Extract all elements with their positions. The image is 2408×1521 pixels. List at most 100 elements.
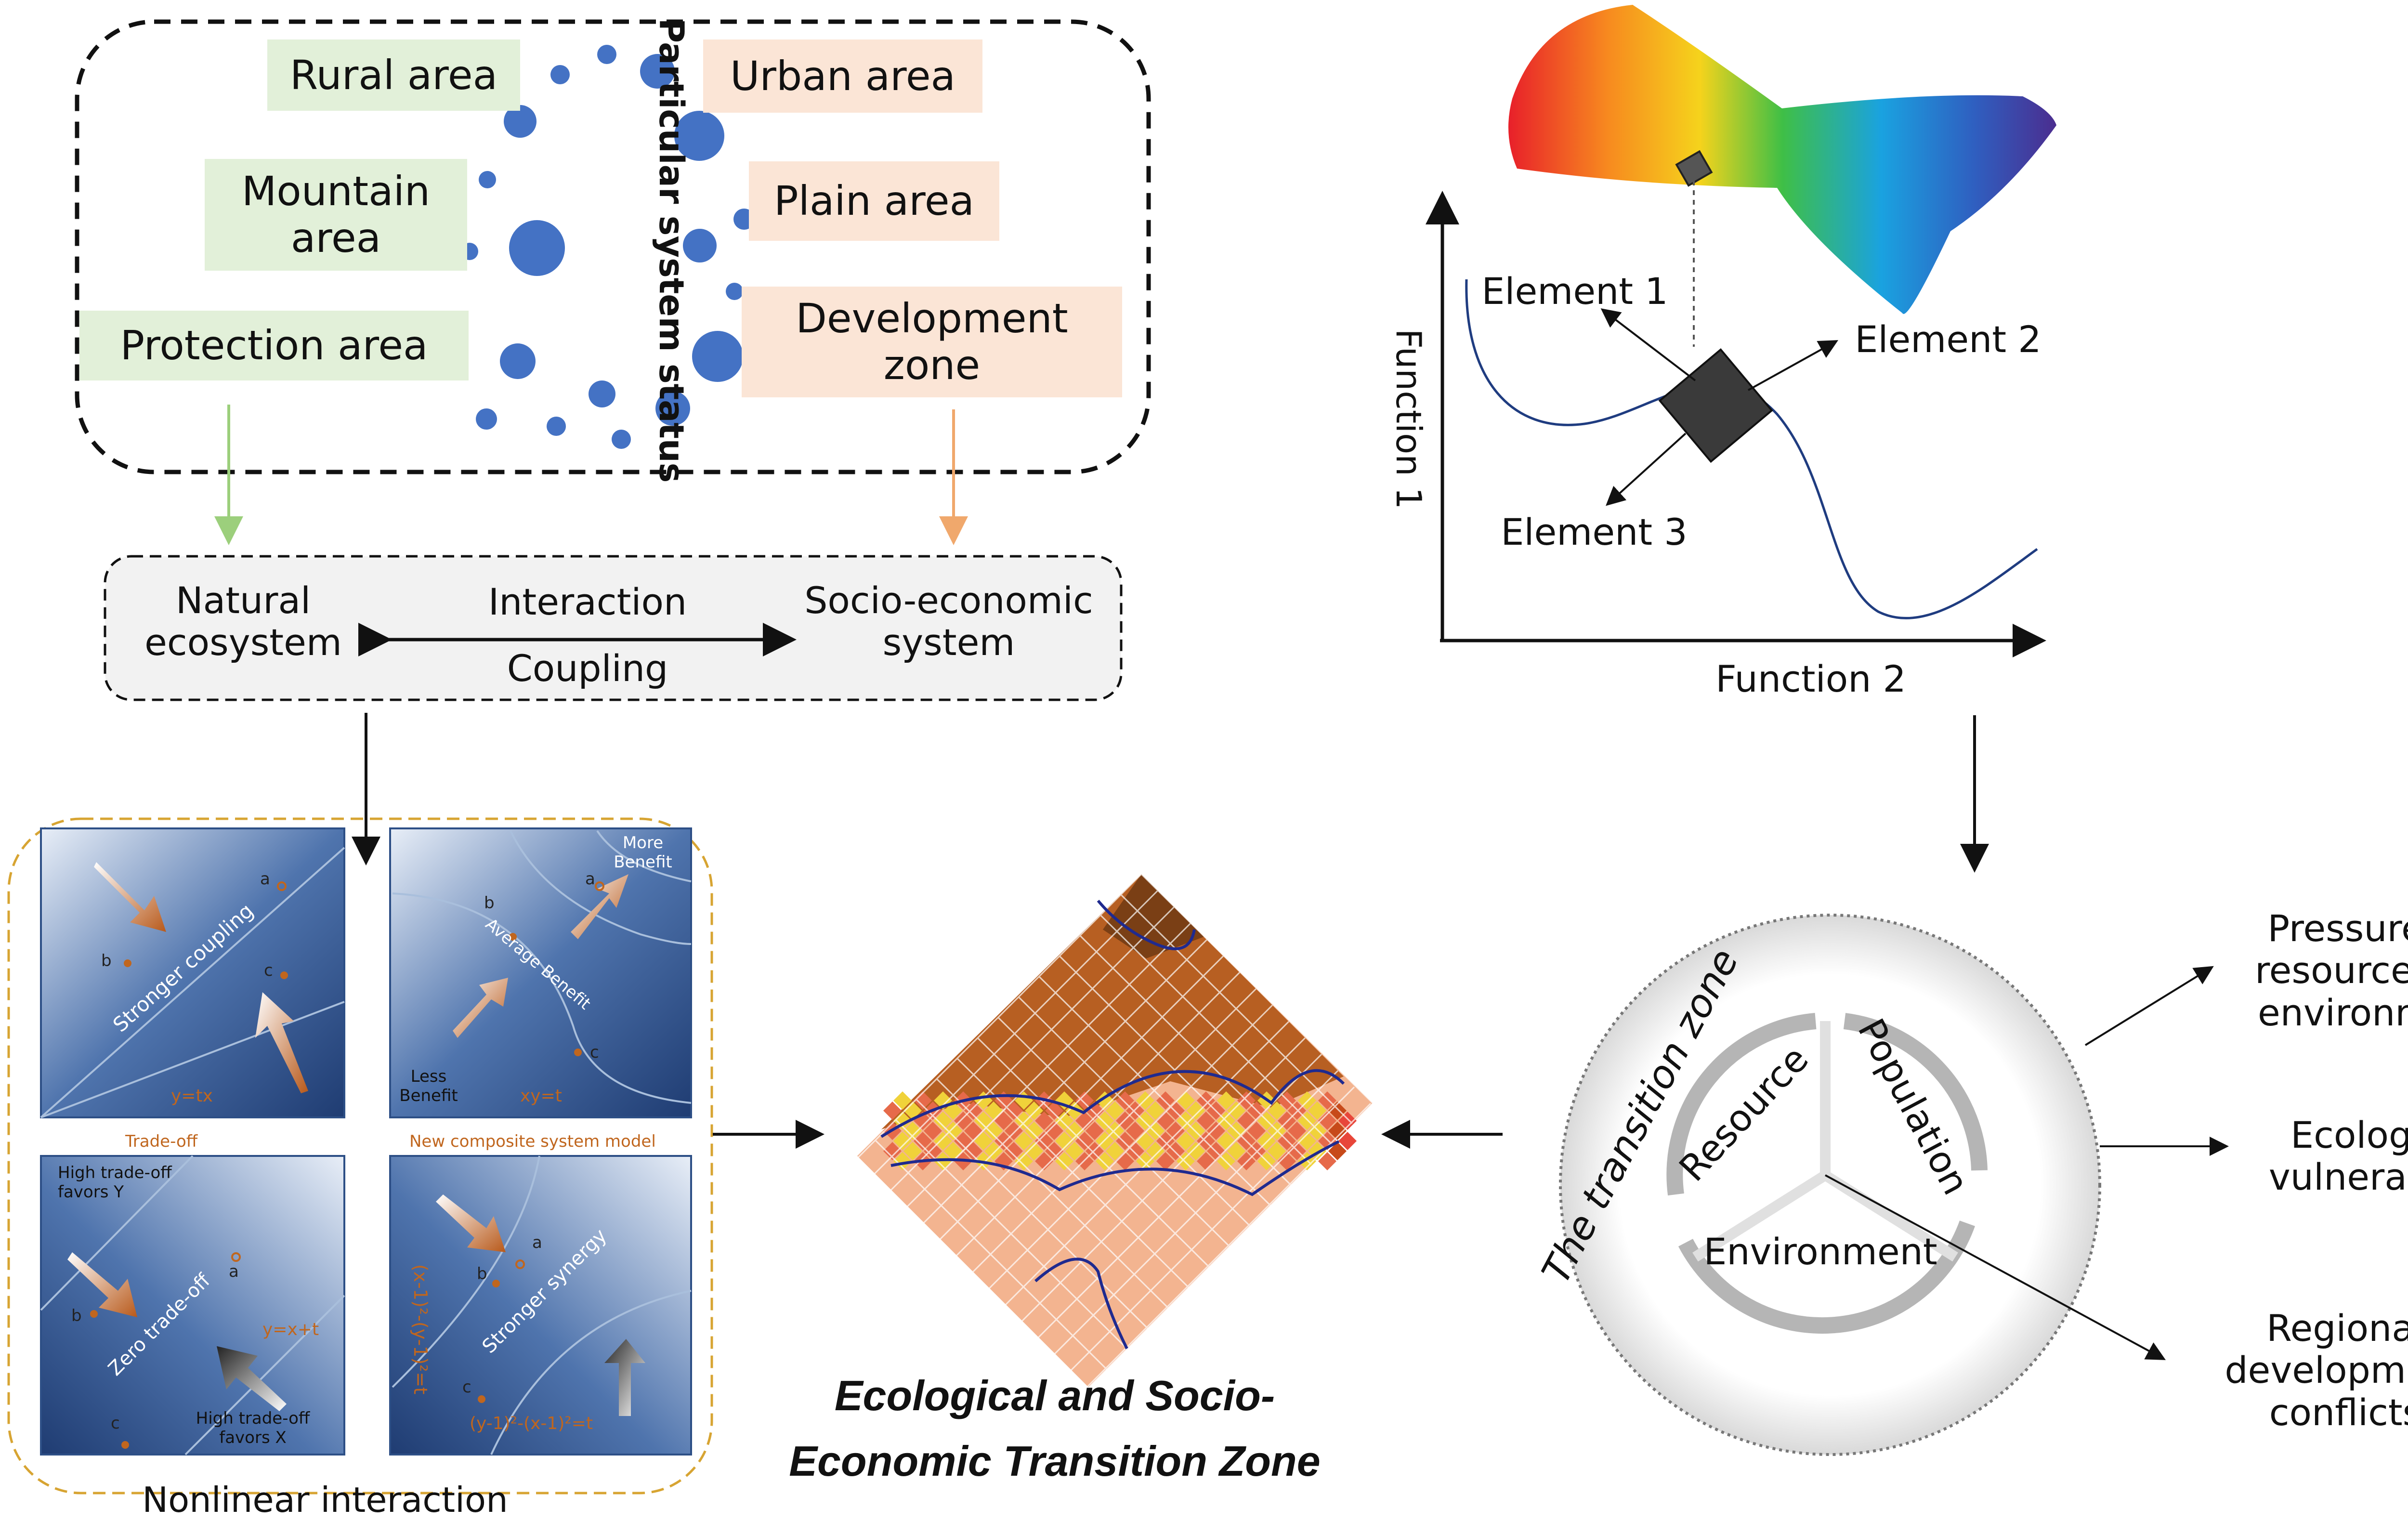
p4-eq2: (y-1)²-(x-1)²=t xyxy=(470,1414,593,1433)
status-panel-frame xyxy=(75,19,1151,474)
mosaic-tile xyxy=(1247,1122,1266,1140)
mosaic-tile xyxy=(1227,1142,1245,1160)
coupling-label: Coupling xyxy=(507,647,668,690)
rainbow-surface xyxy=(1508,5,2056,314)
element-cube xyxy=(1658,348,1773,463)
mosaic-tile xyxy=(944,1122,962,1140)
p2-more-label: More Benefit xyxy=(614,833,672,872)
mosaic-tile xyxy=(1025,1142,1043,1160)
grid-line xyxy=(856,873,1142,1159)
mosaic-tile xyxy=(1156,1132,1175,1150)
mosaic-tile xyxy=(1156,1152,1175,1170)
p2-less-label: Less Benefit xyxy=(399,1067,458,1105)
mosaic-tile xyxy=(1338,1132,1357,1150)
grid-line xyxy=(895,1119,1128,1350)
mosaic-tile xyxy=(924,1122,942,1140)
mosaic-tile xyxy=(1106,1101,1124,1120)
transition-grid xyxy=(854,873,1374,1390)
mosaic-tile xyxy=(1025,1122,1043,1140)
mosaic-tile xyxy=(1177,1152,1195,1170)
mosaic-tile xyxy=(1005,1142,1023,1160)
nonlinear-frame xyxy=(7,817,713,1495)
mosaic-tile xyxy=(995,1132,1013,1150)
plain-area-box: Plain area xyxy=(749,161,999,241)
function1-label: Function 1 xyxy=(1388,329,1429,510)
nonlinear-caption: Nonlinear interaction xyxy=(142,1479,508,1520)
mosaic-tile xyxy=(1308,1122,1326,1140)
p2-b: b xyxy=(484,893,495,913)
mosaic-tile xyxy=(903,1142,922,1160)
panel-tradeoff xyxy=(40,1155,345,1455)
mosaic-tile xyxy=(1197,1112,1215,1130)
grid-line xyxy=(977,1037,1210,1268)
mosaic-tile xyxy=(1055,1112,1073,1130)
mosaic-tile xyxy=(1308,1101,1326,1120)
grid-line xyxy=(1020,1037,1306,1323)
mosaic-tile xyxy=(1318,1112,1336,1130)
mosaic-tile xyxy=(1288,1122,1306,1140)
element3-label: Element 3 xyxy=(1501,511,1688,554)
transition-outer-circle xyxy=(1559,914,2101,1456)
mosaic-tile xyxy=(1075,1091,1094,1110)
environment-label: Environment xyxy=(1703,1230,1937,1273)
mountain-area-box: Mountain area xyxy=(205,159,467,271)
mosaic-tile xyxy=(914,1091,932,1110)
mosaic-tile xyxy=(1045,1101,1063,1120)
element1-label: Element 1 xyxy=(1481,270,1668,313)
mosaic-tile xyxy=(1207,1122,1225,1140)
mosaic-tile xyxy=(1298,1112,1316,1130)
element1-arrow xyxy=(1600,308,1696,381)
grid-line xyxy=(1069,1086,1355,1372)
grid-line xyxy=(1004,1021,1290,1307)
grid-line xyxy=(916,1099,1148,1329)
mosaic-tile xyxy=(893,1091,912,1110)
grid-line xyxy=(1140,873,1374,1104)
transition-mosaic xyxy=(883,1091,1357,1170)
p4-c: c xyxy=(462,1377,471,1397)
mosaic-tile xyxy=(1035,1152,1053,1170)
mosaic-tile xyxy=(1268,1101,1286,1120)
p4-eq1: (x-1)²-(y-1)²=t xyxy=(410,1264,431,1394)
protection-area-box: Protection area xyxy=(79,311,469,380)
mosaic-tile xyxy=(1065,1122,1084,1140)
mosaic-tile xyxy=(1328,1101,1347,1120)
mosaic-tile xyxy=(1116,1132,1134,1150)
mosaic-tile xyxy=(1227,1101,1245,1120)
mosaic-tile xyxy=(1328,1142,1347,1160)
mosaic-tile xyxy=(924,1142,942,1160)
mosaic-tile xyxy=(1338,1112,1357,1130)
p3-eq: y=x+t xyxy=(262,1320,319,1339)
p3-b: b xyxy=(71,1306,82,1325)
mosaic-tile xyxy=(1177,1132,1195,1150)
mosaic-tile xyxy=(1166,1122,1185,1140)
mosaic-tile xyxy=(1015,1112,1033,1130)
mosaic-tile xyxy=(1055,1132,1073,1150)
mosaic-tile xyxy=(1116,1091,1134,1110)
tradeoff-title: Trade-off xyxy=(125,1132,198,1151)
panel-synergy xyxy=(389,1155,692,1455)
natural-ecosystem-label: Natural ecosystem xyxy=(144,578,342,664)
pressure-label: Pressure on resource and environment xyxy=(2255,906,2408,1034)
mosaic-tile xyxy=(1318,1091,1336,1110)
grid-line xyxy=(873,890,1159,1176)
mosaic-tile xyxy=(883,1142,902,1160)
mosaic-tile xyxy=(1075,1132,1094,1150)
mosaic-tile xyxy=(1045,1122,1063,1140)
mosaic-tile xyxy=(995,1112,1013,1130)
cycle-arrows xyxy=(1666,1013,1988,1334)
mosaic-tile xyxy=(893,1132,912,1150)
p3-high-x: High trade-off favors X xyxy=(196,1409,310,1447)
conflicts-label: Regional development conflicts xyxy=(2225,1306,2408,1434)
mosaic-tile xyxy=(1146,1142,1165,1160)
mosaic-tile xyxy=(1328,1122,1347,1140)
grid-line xyxy=(1053,1070,1339,1356)
mosaic-tile xyxy=(934,1132,952,1150)
element2-label: Element 2 xyxy=(1855,318,2042,361)
development-zone-box: Development zone xyxy=(742,287,1122,397)
mosaic-tile xyxy=(1005,1101,1023,1120)
mosaic-tile xyxy=(964,1101,982,1120)
p3-a: a xyxy=(229,1262,239,1281)
mosaic-tile xyxy=(1136,1152,1154,1170)
p3-high-y: High trade-off favors Y xyxy=(58,1163,172,1202)
grid-line xyxy=(922,939,1208,1225)
